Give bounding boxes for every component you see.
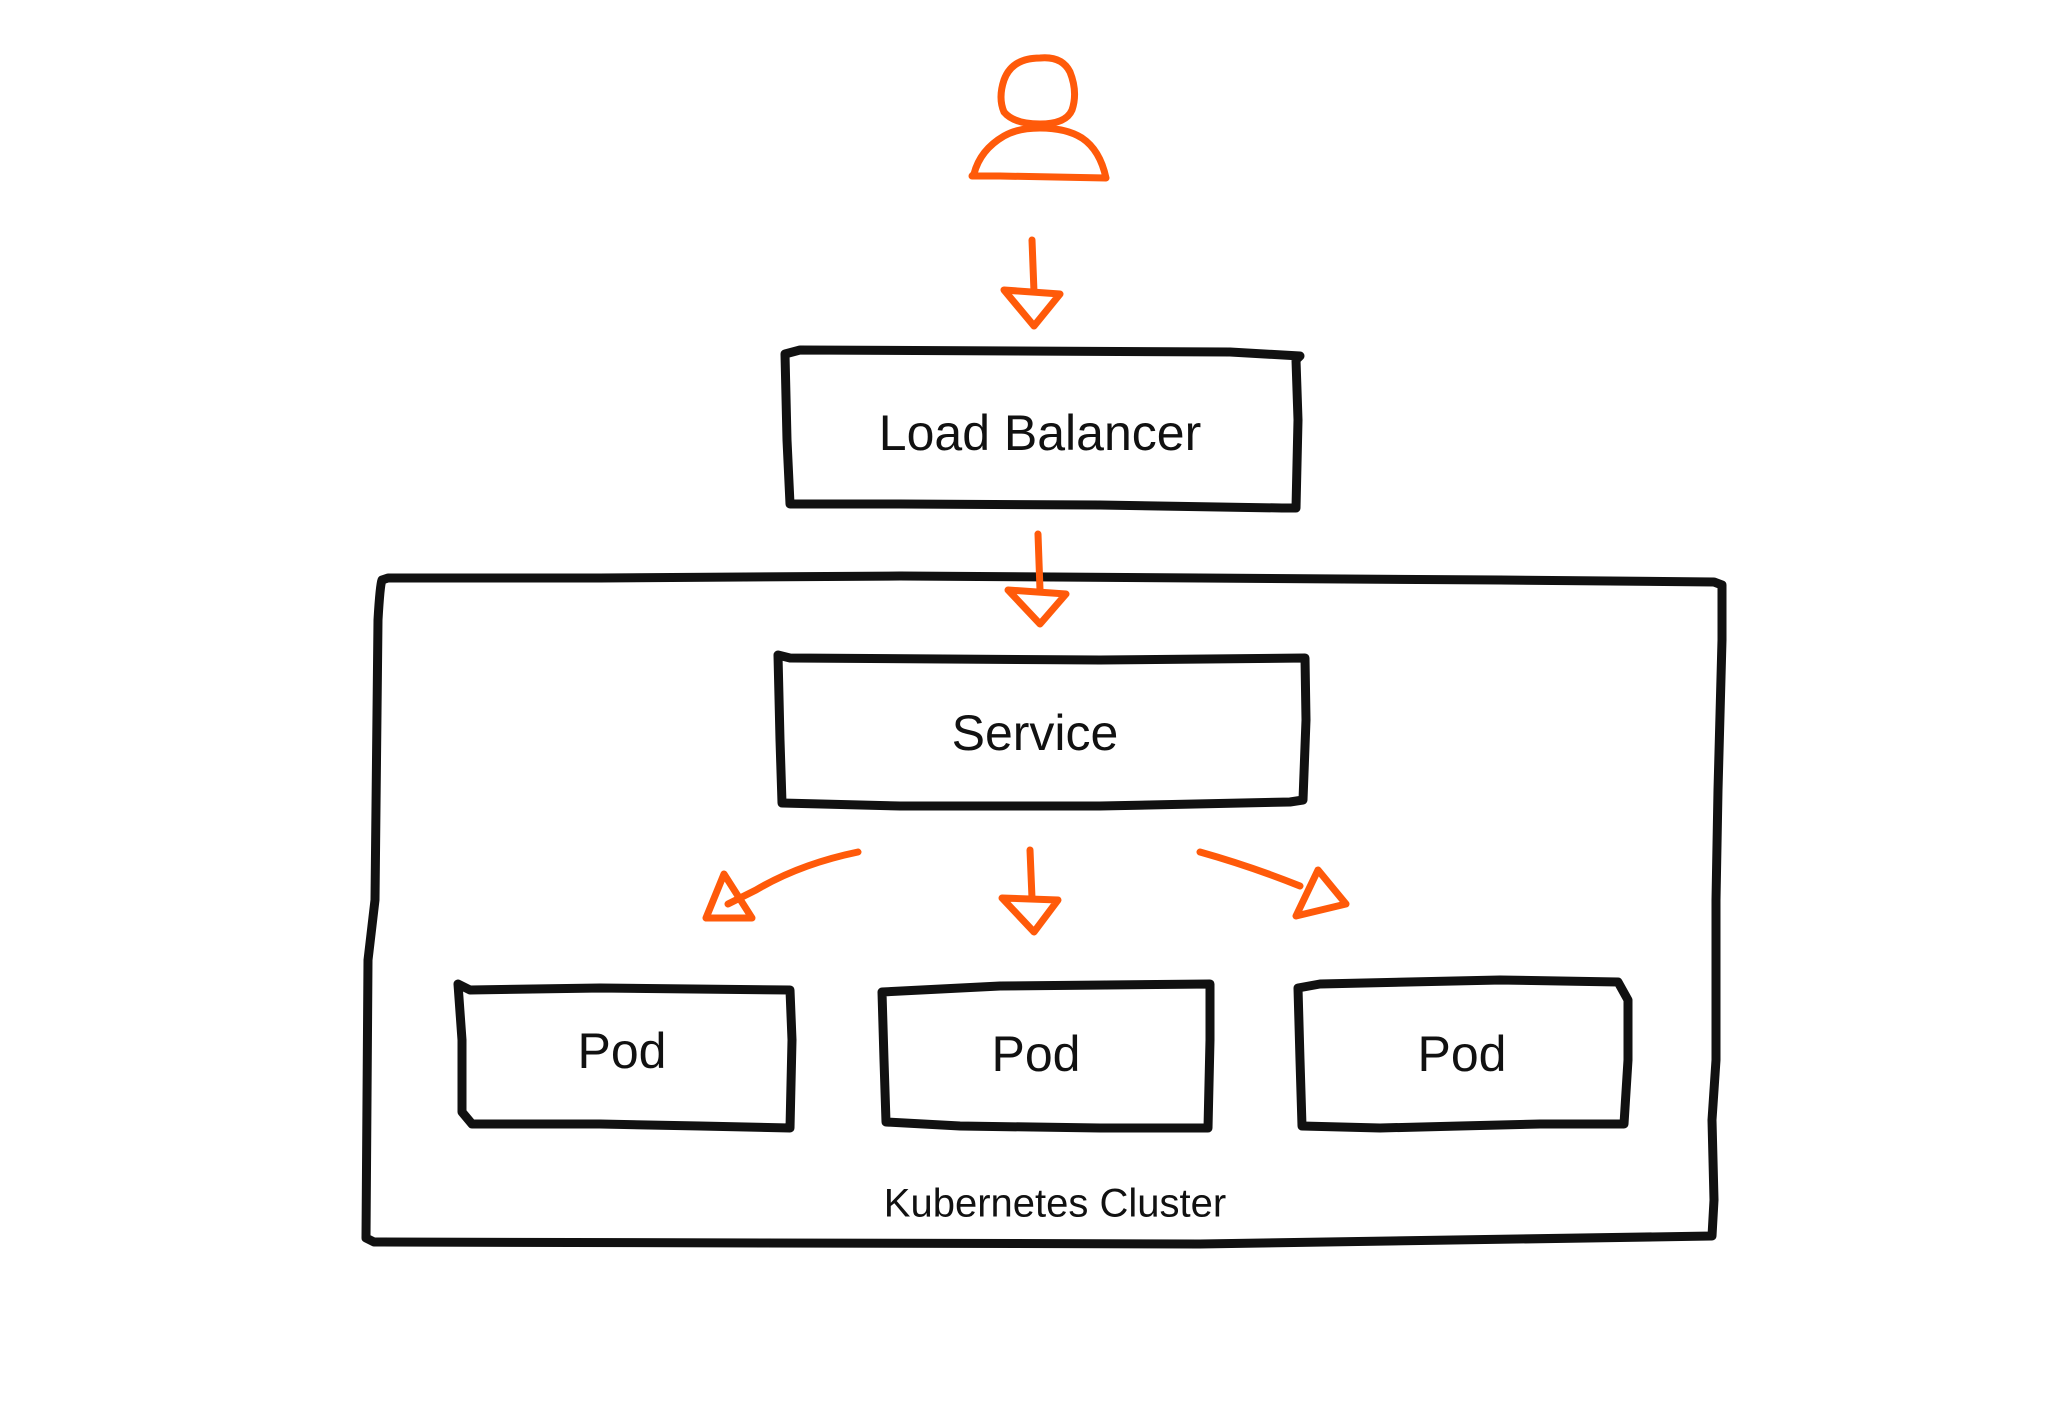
pod-label-3: Pod [1418, 1026, 1507, 1082]
load-balancer-label: Load Balancer [879, 405, 1201, 461]
user-head [997, 54, 1079, 128]
user-body [968, 124, 1110, 182]
arrow-head [1004, 586, 1070, 628]
arrow-head [998, 894, 1062, 936]
pod-box-3 [1293, 975, 1633, 1133]
arrow-service-to-pod-2 [998, 846, 1062, 936]
cluster-boundary [361, 571, 1727, 1249]
load-balancer-node: Load Balancer [780, 345, 1305, 513]
arrow-service-to-pod-1 [702, 848, 862, 922]
arrow-shaft [1028, 236, 1038, 296]
arrow-service-to-pod-3 [1196, 848, 1350, 920]
arrow-head [702, 870, 756, 922]
arrow-shaft [1034, 530, 1044, 594]
pod-node-2: Pod [877, 979, 1215, 1133]
service-box [773, 650, 1311, 811]
service-label: Service [952, 705, 1119, 761]
arrow-head [1292, 866, 1350, 920]
load-balancer-box [780, 345, 1305, 513]
pod-box-1 [453, 979, 797, 1133]
arrow-shaft [724, 848, 862, 908]
pod-label-2: Pod [992, 1026, 1081, 1082]
arrow-shaft [1026, 846, 1036, 902]
user-icon [968, 54, 1110, 182]
cluster-label: Kubernetes Cluster [884, 1182, 1226, 1226]
arrow-shaft [1196, 848, 1304, 890]
arrow-load-balancer-to-service [1004, 530, 1070, 628]
pod-node-1: Pod [453, 979, 797, 1133]
arrow-user-to-load-balancer [1000, 236, 1064, 330]
pod-box-2 [877, 979, 1215, 1133]
pod-label-1: Pod [578, 1023, 667, 1079]
pod-node-3: Pod [1293, 975, 1633, 1133]
arrow-head [1000, 286, 1064, 330]
service-node: Service [773, 650, 1311, 811]
